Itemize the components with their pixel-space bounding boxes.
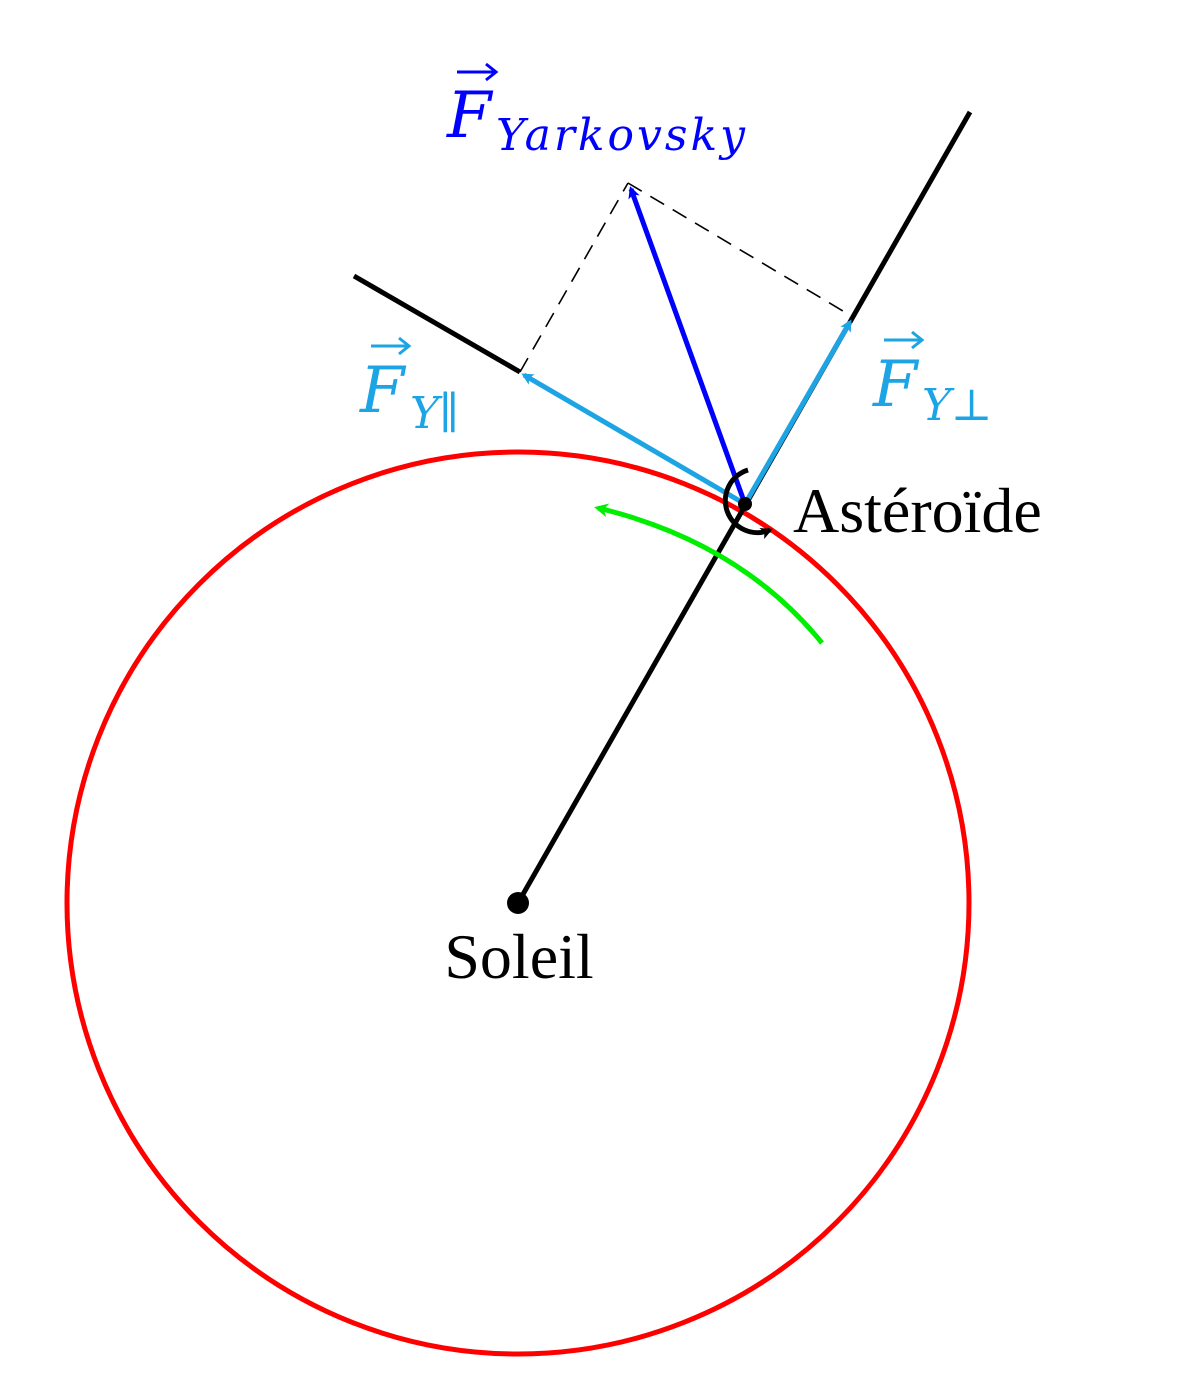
force-perpendicular-vector-tip xyxy=(911,330,925,350)
asteroid-dot xyxy=(738,497,752,511)
force-parallel-label: F Y∥ xyxy=(359,336,459,439)
asteroid-label: Astéroïde xyxy=(793,475,1042,546)
orbital-motion-arrow xyxy=(594,503,824,645)
orbit-circle xyxy=(64,449,972,1357)
force-total-vector-tip xyxy=(485,62,499,82)
construction-line-perpendicular xyxy=(627,182,854,318)
force-perpendicular-subscript: Y⊥ xyxy=(922,380,992,431)
force-total-symbol: F xyxy=(446,79,494,153)
force-perpendicular-label: F Y⊥ xyxy=(872,330,992,431)
force-parallel-subscript: Y∥ xyxy=(410,388,459,439)
force-perpendicular-symbol: F xyxy=(872,348,920,422)
force-parallel-vector-tip xyxy=(398,336,412,356)
tangent-line xyxy=(352,273,522,375)
yarkovsky-force-arrow xyxy=(628,186,748,505)
force-total-label: F Yarkovsky xyxy=(446,62,748,161)
construction-line-parallel xyxy=(519,182,629,373)
force-parallel-symbol: F xyxy=(359,354,407,428)
asteroid-rotation-arrow xyxy=(722,467,773,540)
force-total-subscript: Yarkovsky xyxy=(496,110,748,161)
sun-label: Soleil xyxy=(444,921,593,992)
sun-dot xyxy=(507,892,529,914)
force-perpendicular-arrow xyxy=(742,319,853,506)
force-parallel-arrow xyxy=(521,372,747,507)
